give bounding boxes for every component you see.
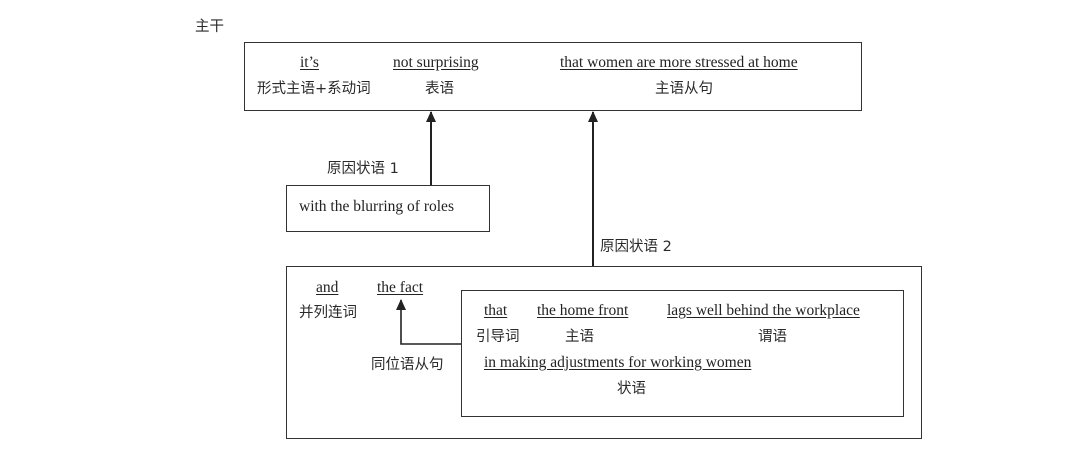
inner-subject-text: the home front xyxy=(537,302,629,319)
main-clause-label: 主干 xyxy=(195,19,224,35)
predicative-role: 表语 xyxy=(425,81,454,97)
main-clause-box xyxy=(244,42,862,111)
adverbial-1-phrase: with the blurring of roles xyxy=(299,198,454,215)
adverbial-1-label: 原因状语 1 xyxy=(327,161,399,177)
appositive-arrow xyxy=(400,300,461,345)
inner-subject-role: 主语 xyxy=(565,329,594,345)
inner-that-role: 引导词 xyxy=(476,329,520,345)
inner-adverbial-role: 状语 xyxy=(617,381,646,397)
inner-predicate-role: 谓语 xyxy=(758,329,787,345)
conjunction-role: 并列连词 xyxy=(299,305,357,321)
adverbial-2-label: 原因状语 2 xyxy=(600,239,672,255)
formal-subject-text: it’s xyxy=(300,54,319,71)
subject-clause-role: 主语从句 xyxy=(655,81,713,97)
conjunction-text: and xyxy=(316,279,339,296)
adverbial-2-box xyxy=(286,266,922,439)
predicative-text: not surprising xyxy=(393,54,479,71)
the-fact-text: the fact xyxy=(377,279,424,296)
inner-that-text: that xyxy=(484,302,508,319)
inner-predicate-text: lags well behind the workplace xyxy=(667,302,860,319)
subject-clause-text: that women are more stressed at home xyxy=(560,54,798,71)
appositive-clause-label: 同位语从句 xyxy=(371,357,444,373)
formal-subject-role: 形式主语+系动词 xyxy=(257,81,371,97)
adverbial-1-box xyxy=(286,185,490,232)
appositive-clause-box xyxy=(461,290,904,417)
inner-adverbial-text: in making adjustments for working women xyxy=(484,354,752,371)
